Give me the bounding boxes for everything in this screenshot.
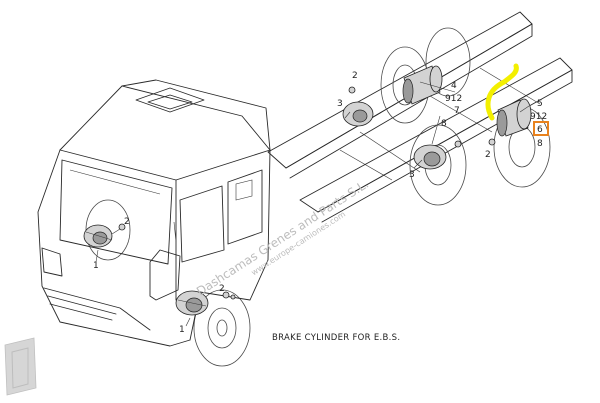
brake-cylinder-front-right	[175, 290, 209, 316]
brand-logo	[4, 337, 37, 396]
part-label-2-rear-left: 2	[352, 71, 358, 81]
part-labels: 2 3 4 912 7 8 5 912 6 8 2 3 2 1 2 1	[93, 71, 547, 335]
brake-cylinder-rear-left	[342, 101, 374, 127]
part-label-1-front-right: 1	[179, 325, 185, 335]
part-label-2-front-right: 2	[219, 284, 225, 294]
part-label-7: 7	[454, 106, 460, 116]
part-label-6: 6	[537, 125, 543, 135]
wheel-rear-left-2	[425, 27, 471, 97]
spring-brake-cylinder-rear-right	[496, 98, 532, 137]
part-label-4: 4	[451, 81, 457, 91]
part-label-912-left: 912	[445, 94, 462, 104]
part-highlight-box	[533, 121, 549, 136]
leader-lines	[95, 81, 530, 327]
part-label-912-right: 912	[530, 112, 547, 122]
part-label-2-rear-right: 2	[485, 150, 491, 160]
highlight-marker	[485, 63, 519, 121]
connector-front-right	[222, 291, 236, 300]
truck-cab	[37, 79, 271, 347]
brake-cylinder-front-left	[83, 224, 113, 248]
part-label-8-left: 8	[441, 119, 447, 129]
part-label-3-rear-left: 3	[337, 99, 343, 109]
part-label-3-rear-right: 3	[409, 170, 415, 180]
spring-brake-cylinder-rear-left	[402, 65, 443, 105]
connector-rear-left	[348, 86, 356, 94]
part-label-2-front-left: 2	[124, 217, 130, 227]
wheel-front-right	[193, 289, 251, 367]
connector-rear-right	[454, 138, 496, 148]
diagram-caption: BRAKE CYLINDER FOR E.B.S.	[272, 333, 400, 343]
part-label-8-right: 8	[537, 139, 543, 149]
connector-front-left	[111, 223, 126, 235]
part-label-5: 5	[537, 99, 543, 109]
brake-cylinder-rear-right	[413, 144, 447, 170]
watermark-text: Dashcamas Grenes and Parts S.L.	[194, 177, 371, 299]
part-label-1-front-left: 1	[93, 261, 99, 271]
